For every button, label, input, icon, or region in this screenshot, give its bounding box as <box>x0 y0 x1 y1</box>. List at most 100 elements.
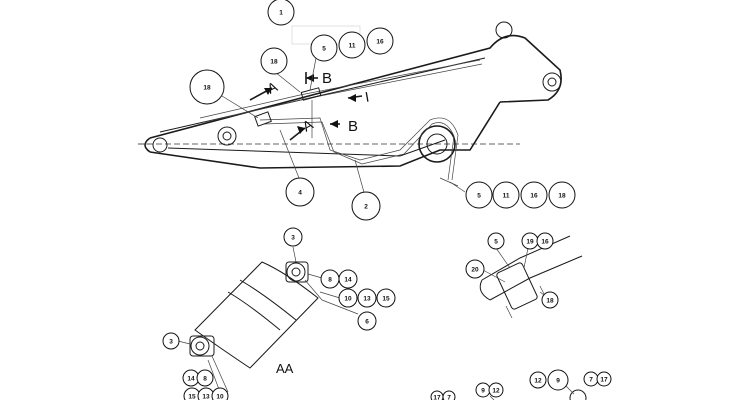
callout-3b: 3 <box>162 332 180 350</box>
callout-3a: 3 <box>283 227 303 247</box>
detail-aa-seam-2 <box>239 279 297 321</box>
callout-12b: 12 <box>529 371 547 389</box>
lower-boss-outer <box>418 125 456 163</box>
detail-aa-seam <box>227 291 281 331</box>
section-i-arrow <box>348 94 356 102</box>
leader-5c <box>495 247 511 269</box>
svg-text:5: 5 <box>322 46 326 53</box>
detail-right-clamp <box>496 262 538 310</box>
svg-text:16: 16 <box>541 239 549 246</box>
svg-text:3: 3 <box>169 339 173 346</box>
callout-14b: 14 <box>182 369 200 387</box>
clamp-lower-inner <box>195 341 205 351</box>
callout-8a: 8 <box>320 269 340 289</box>
svg-text:4: 4 <box>298 190 302 197</box>
svg-text:6: 6 <box>365 319 369 326</box>
leader-18b <box>221 95 259 119</box>
svg-text:16: 16 <box>530 193 538 200</box>
svg-text:10: 10 <box>216 394 224 400</box>
svg-text:5: 5 <box>494 239 498 246</box>
callout-16a: 16 <box>366 27 394 55</box>
leader-2 <box>354 159 366 197</box>
svg-text:5: 5 <box>477 193 481 200</box>
callout-15b: 15 <box>183 387 201 400</box>
cylinder-pin-boss <box>217 126 237 146</box>
callout-7b: 7 <box>583 371 599 387</box>
detail-right-bolt <box>505 305 513 319</box>
callout-18a: 18 <box>260 47 288 75</box>
detail-bottom-partial <box>489 385 587 400</box>
clamp-upper-bolt <box>304 279 323 301</box>
svg-text:11: 11 <box>503 193 510 200</box>
head-boss-inner <box>547 77 557 87</box>
callout-6: 6 <box>357 311 377 331</box>
boom-assembly <box>138 21 562 187</box>
svg-text:20: 20 <box>471 267 479 274</box>
svg-text:2: 2 <box>364 204 368 211</box>
callout-16c: 16 <box>536 232 554 250</box>
svg-text:14: 14 <box>344 277 352 284</box>
section-i-label: I <box>364 89 371 105</box>
cylinder-pin <box>222 131 232 141</box>
section-a-label-left: A <box>265 78 281 97</box>
svg-text:16: 16 <box>376 39 384 46</box>
svg-text:18: 18 <box>203 85 211 92</box>
callout-15a: 15 <box>376 288 396 308</box>
boom-upper-edge <box>149 34 562 139</box>
svg-text:18: 18 <box>558 193 566 200</box>
callout-18d: 18 <box>541 291 559 309</box>
callout-5b: 5 <box>465 181 493 209</box>
boom-lower-inner <box>167 139 446 157</box>
leader-20 <box>482 269 506 283</box>
svg-text:9: 9 <box>481 388 485 395</box>
callout-11b: 11 <box>492 181 520 209</box>
callout-2: 2 <box>351 191 381 221</box>
leader-19 <box>523 247 529 269</box>
section-b-label-center: B <box>348 118 358 135</box>
hydraulic-hose-lower-2 <box>263 121 455 181</box>
callout-5a: 5 <box>310 34 338 62</box>
fitting-block-upper <box>300 87 322 101</box>
hydraulic-line-upper <box>199 59 481 119</box>
callout-10b: 10 <box>211 387 229 400</box>
svg-text:18: 18 <box>546 298 554 305</box>
svg-text:7: 7 <box>589 377 593 384</box>
callout-12a: 12 <box>488 382 504 398</box>
svg-text:1: 1 <box>279 10 283 17</box>
callout-17a: 17 <box>430 390 444 400</box>
bottom-part-outer <box>569 389 587 400</box>
callout-1: 1 <box>267 0 295 26</box>
leader-5b <box>449 181 466 193</box>
svg-text:14: 14 <box>187 376 195 383</box>
leader-18a <box>274 71 301 93</box>
section-b-arrow-center <box>330 120 338 128</box>
hydraulic-line-upper-2 <box>204 63 483 123</box>
leader-9a <box>489 395 495 400</box>
svg-text:11: 11 <box>349 43 356 50</box>
top-boss <box>495 21 513 39</box>
leader-9b <box>565 385 575 395</box>
svg-text:12: 12 <box>534 378 542 385</box>
svg-text:12: 12 <box>492 388 500 395</box>
svg-text:17: 17 <box>433 395 441 400</box>
callout-8b: 8 <box>196 369 214 387</box>
section-markers: A A B B I <box>249 70 371 141</box>
lower-boss-inner <box>426 133 448 155</box>
callout-11a: 11 <box>338 31 366 59</box>
leader-3a <box>292 246 297 263</box>
callout-18c: 18 <box>548 181 576 209</box>
svg-text:3: 3 <box>291 235 295 242</box>
callout-19: 19 <box>521 232 539 250</box>
svg-text:18: 18 <box>270 59 278 66</box>
leader-8a <box>307 273 323 279</box>
detail-right-tube-top <box>481 235 571 281</box>
fitting-block <box>254 111 272 127</box>
callout-10a: 10 <box>338 288 358 308</box>
callout-5c: 5 <box>487 232 505 250</box>
callout-13a: 13 <box>357 288 377 308</box>
detail-right <box>479 235 583 319</box>
detail-right-tube-end <box>479 279 491 301</box>
section-a-arrow-center <box>297 126 305 134</box>
svg-text:7: 7 <box>447 395 451 400</box>
